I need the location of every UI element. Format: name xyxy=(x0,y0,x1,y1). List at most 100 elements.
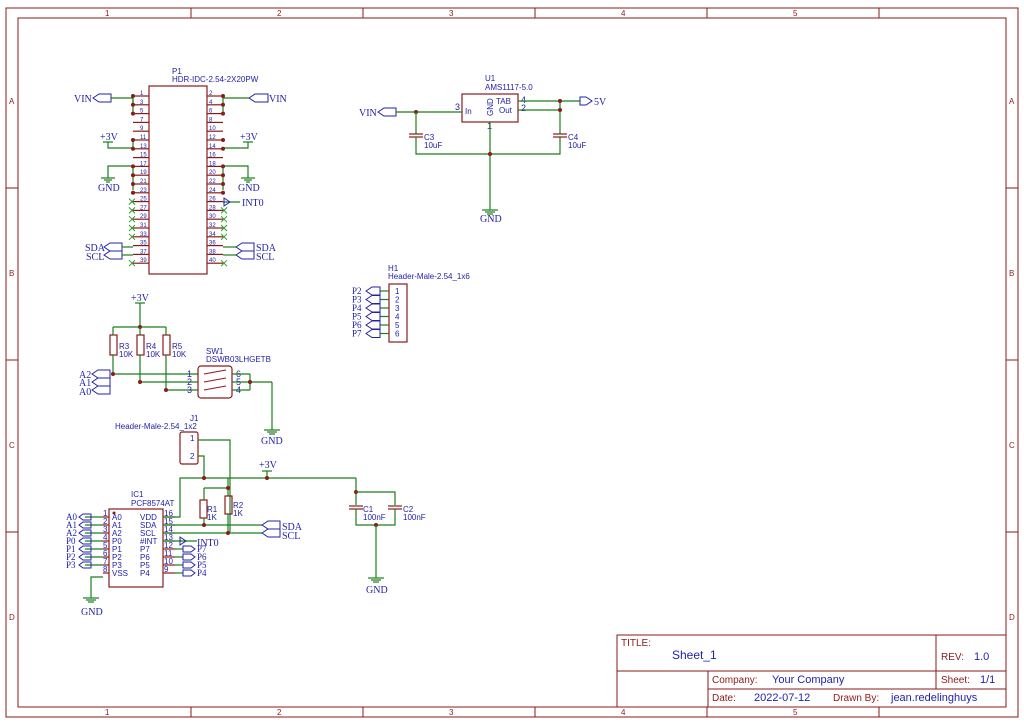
r3-ref: R3 xyxy=(119,342,130,351)
h1-pin-5: 5 xyxy=(395,321,400,330)
ic1-pin-num-3: 3 xyxy=(103,525,108,534)
ic1-pin-label-p4: P4 xyxy=(140,569,150,578)
ic1-net-a2: A2 xyxy=(66,528,77,538)
c1-ref: C1 xyxy=(363,505,374,514)
p1-pin-21: 21 xyxy=(140,179,147,185)
p1-3v-left: +3V xyxy=(100,132,134,149)
u1-ref: U1 xyxy=(485,74,496,83)
ic1-pin-label-a1: A1 xyxy=(112,521,122,530)
ic1-net-p2: P2 xyxy=(66,552,76,562)
p1-pin-30: 30 xyxy=(209,214,216,220)
p1-junction xyxy=(221,173,225,178)
c2-value: 100nF xyxy=(403,513,426,522)
p1-junction xyxy=(221,102,225,107)
sw1-pin-3: 3 xyxy=(187,385,192,395)
sw1-gnd: GND xyxy=(232,373,283,447)
c4-value: 10uF xyxy=(568,141,586,150)
r1-value: 1K xyxy=(207,513,217,522)
no-connect-mark xyxy=(128,224,136,232)
p1-junction xyxy=(221,111,225,116)
sw-a0-label: A0 xyxy=(79,387,91,398)
r3-value: 10K xyxy=(119,350,134,359)
sw-a1-label: A1 xyxy=(79,378,91,389)
date-value: 2022-07-12 xyxy=(754,692,810,704)
j1-pin-2: 2 xyxy=(190,452,195,461)
c4-ref: C4 xyxy=(568,133,579,142)
p1-int0-net: INT0 xyxy=(223,197,264,209)
vin-label-left: VIN xyxy=(74,94,92,105)
p1-pin-11: 11 xyxy=(140,135,147,141)
ic1-pin-label-p1: P1 xyxy=(112,545,122,554)
sw1-dip-switch[interactable]: SW1 DSWB03LHGETB 1 2 3 6 5 4 xyxy=(187,347,271,399)
ic1-pin-label-p7: P7 xyxy=(140,545,150,554)
drawn-by-value: jean.redelinghuys xyxy=(890,692,978,704)
p1-pin-29: 29 xyxy=(140,214,147,220)
frame-col-2-top: 2 xyxy=(277,9,282,18)
sheet-value: 1/1 xyxy=(980,674,995,686)
p1-header[interactable]: P1 HDR-IDC-2.54-2X20PW 13579111315171921… xyxy=(133,67,259,275)
ic1-pcf8574[interactable]: IC1 PCF8574AT A01A12A23P04P15P26P37VSS8V… xyxy=(103,490,175,588)
ic1-net-p1: P1 xyxy=(66,544,76,554)
c2-ref: C2 xyxy=(403,505,414,514)
p1-pin-16: 16 xyxy=(209,153,216,159)
ic1-pin-label-p5: P5 xyxy=(140,561,150,570)
p1-junction xyxy=(131,138,135,142)
p1-junction xyxy=(131,173,135,178)
frame-col-1-top: 1 xyxy=(105,9,110,18)
j1-header[interactable]: J1 Header-Male-2.54_1x2 1 2 xyxy=(115,414,199,465)
r2-value: 1K xyxy=(233,509,243,518)
p1-vin-right: VIN xyxy=(222,93,287,114)
p1-pin-2: 2 xyxy=(209,91,213,97)
u1-out-label: Out xyxy=(499,106,513,115)
3v-label-p1-right: +3V xyxy=(240,132,259,143)
no-connect-mark xyxy=(128,198,136,205)
sw1-value: DSWB03LHGETB xyxy=(206,355,271,364)
p1-junction xyxy=(131,190,135,195)
u1-value: AMS1117-5.0 xyxy=(485,83,533,92)
ic1-pin-num-11: 11 xyxy=(164,549,173,558)
r5-ref: R5 xyxy=(172,342,183,351)
h1-net-p2: P2 xyxy=(352,286,362,296)
ic1-pin-num-13: 13 xyxy=(164,533,173,542)
ic1-pin-label-p6: P6 xyxy=(140,553,150,562)
no-connect-mark xyxy=(220,215,228,223)
p1-junction xyxy=(131,102,135,107)
u1-regulator[interactable]: U1 AMS1117-5.0 In TAB Out GND 3 1 4 2 xyxy=(455,74,533,131)
p1-junction xyxy=(221,182,225,186)
p1-no-connect-marks xyxy=(128,94,228,267)
p1-junction xyxy=(131,94,135,98)
p1-pin-14: 14 xyxy=(209,144,216,150)
frame-row-b-right: B xyxy=(1009,269,1014,278)
ic1-net-p7: P7 xyxy=(197,544,207,554)
u1-tab-label: TAB xyxy=(496,97,511,106)
no-connect-mark xyxy=(128,259,136,267)
frame-row-a-left: A xyxy=(9,97,15,106)
ic1-scl-net: SCL xyxy=(282,531,300,542)
p1-pin-27: 27 xyxy=(140,205,147,211)
ic1-pin-label-sda: SDA xyxy=(140,521,157,530)
p1-gnd-left: GND xyxy=(98,165,134,194)
ic1-pin-label-a2: A2 xyxy=(112,529,122,538)
no-connect-mark xyxy=(128,215,136,223)
p1-vin-left: VIN xyxy=(74,93,134,114)
h1-net-p7: P7 xyxy=(352,329,362,339)
p1-pin-10: 10 xyxy=(209,126,216,132)
p1-3v-right: +3V xyxy=(223,132,259,149)
ic1-wiring: +3V R1 1K R2 1K SDA SCL INT0 xyxy=(81,439,426,618)
ic1-pin-label-p2: P2 xyxy=(112,553,122,562)
p1-int0-label: INT0 xyxy=(242,198,264,209)
j1-value: Header-Male-2.54_1x2 xyxy=(115,422,197,431)
ic1-pin-num-4: 4 xyxy=(103,533,108,542)
p1-pin-3: 3 xyxy=(140,100,144,106)
ic1-pin-num-1: 1 xyxy=(103,509,108,518)
r4-value: 10K xyxy=(146,350,161,359)
p1-ref: P1 xyxy=(172,67,182,76)
vin-label-right: VIN xyxy=(269,94,287,105)
p1-pin-33: 33 xyxy=(140,232,147,238)
frame-row-c-left: C xyxy=(9,441,15,450)
